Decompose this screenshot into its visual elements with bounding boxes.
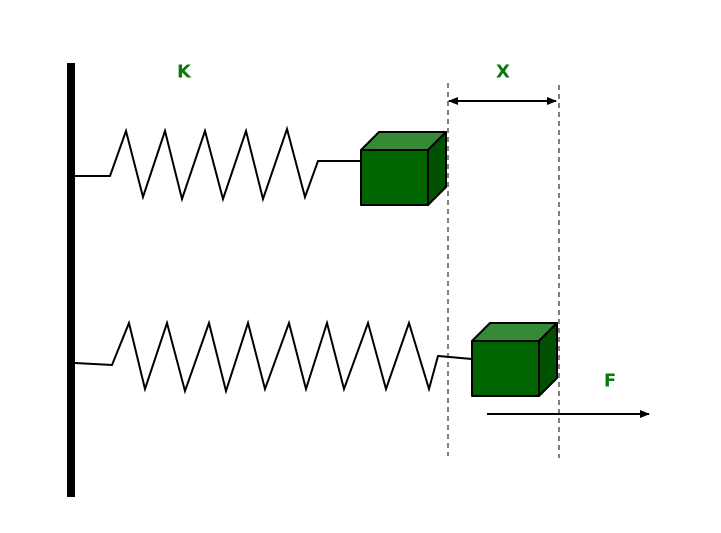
spring-top [75, 125, 361, 203]
spring-bottom [74, 319, 473, 395]
force-label: F [603, 370, 617, 392]
wall [67, 63, 75, 497]
spring-constant-label: K [177, 61, 191, 83]
block-bottom [471, 322, 558, 397]
block-top [360, 131, 447, 206]
displacement-label: X [496, 61, 510, 83]
